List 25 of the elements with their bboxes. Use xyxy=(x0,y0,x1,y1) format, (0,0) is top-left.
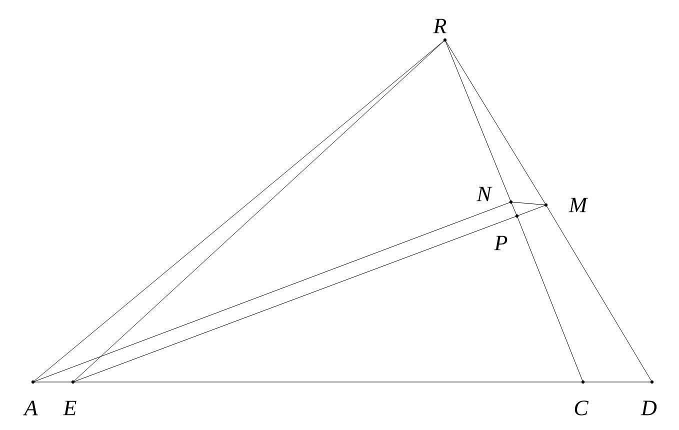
labelled-point: C xyxy=(574,380,589,416)
labelled-point: M xyxy=(544,198,588,212)
node-label: D xyxy=(640,400,657,416)
line-segment xyxy=(444,40,512,202)
labelled-point: D xyxy=(640,380,657,416)
node-label: C xyxy=(574,400,589,416)
node-label: E xyxy=(63,400,76,416)
line-segment xyxy=(510,202,546,206)
line-segment xyxy=(546,204,652,382)
line-segment xyxy=(510,202,518,216)
labelled-point: E xyxy=(63,380,76,416)
node-label: A xyxy=(23,400,38,416)
line-segment xyxy=(444,40,546,206)
line-segment xyxy=(516,204,546,216)
line-segment xyxy=(32,202,512,382)
node-label: P xyxy=(494,236,508,250)
labelled-point: A xyxy=(23,380,38,416)
labelled-point: N xyxy=(476,186,513,204)
labelled-point: R xyxy=(433,18,447,42)
labelled-point: P xyxy=(494,214,519,250)
node-label: N xyxy=(476,186,492,202)
node-label: M xyxy=(568,198,588,212)
node-label: R xyxy=(433,18,446,34)
line-segment xyxy=(516,216,584,382)
line-segment xyxy=(72,216,518,382)
